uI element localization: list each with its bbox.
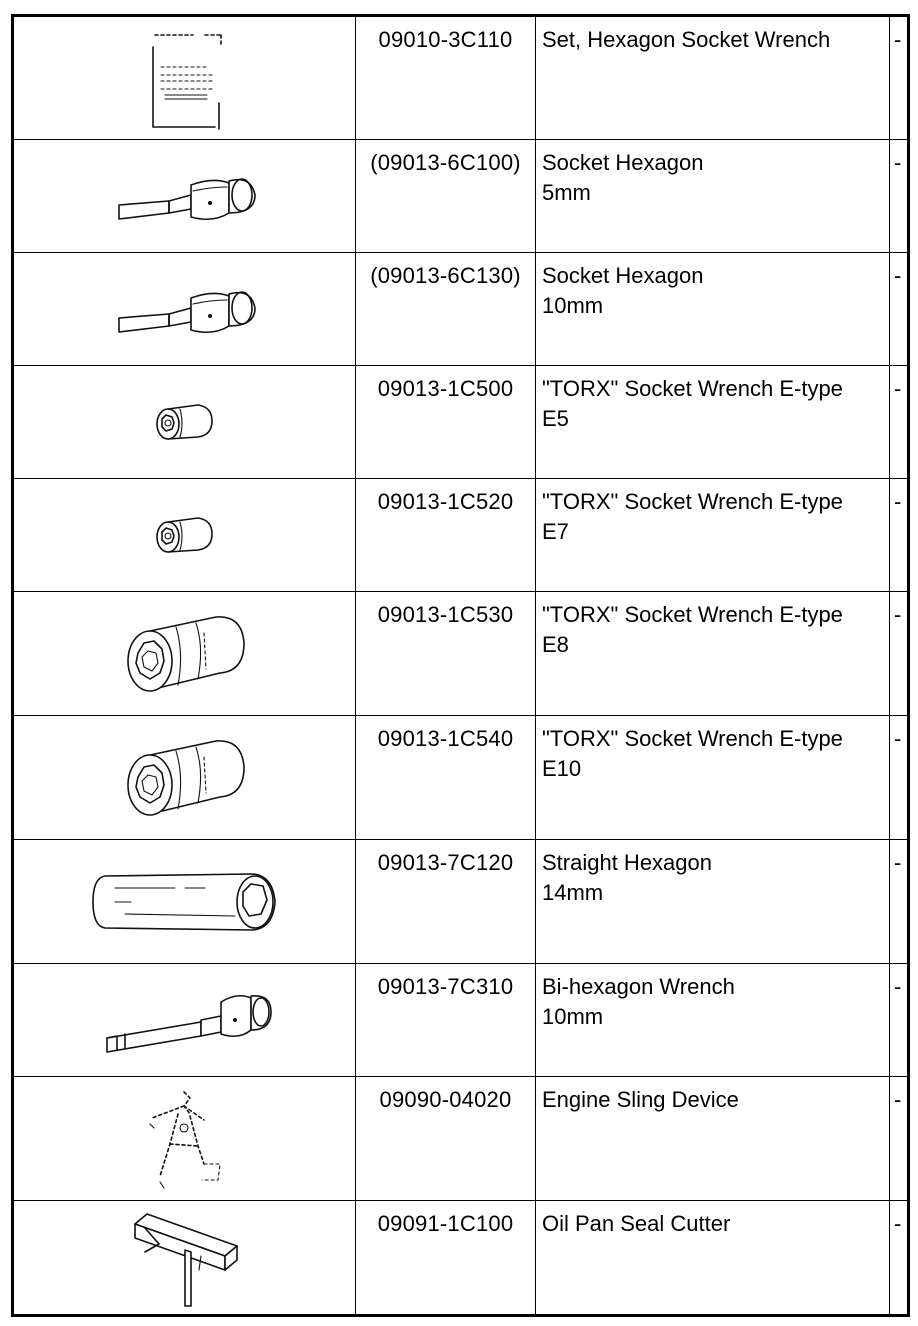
note: - <box>889 591 909 716</box>
table-row: 09013-7C120 Straight Hexagon 14mm - <box>12 839 909 964</box>
tool-name: Oil Pan Seal Cutter <box>535 1200 890 1316</box>
tool-illustration <box>12 365 356 479</box>
part-number: 09010-3C110 <box>355 15 536 140</box>
tool-illustration <box>12 1076 356 1201</box>
hex-socket-bit-icon <box>117 291 256 334</box>
part-number: (09013-6C100) <box>355 139 536 253</box>
table-row: 09013-1C530 "TORX" Socket Wrench E-type … <box>12 591 909 716</box>
tool-illustration <box>12 963 356 1077</box>
note: - <box>889 365 909 479</box>
tool-name: Bi-hexagon Wrench 10mm <box>535 963 890 1077</box>
torx-socket-large-icon <box>126 615 245 692</box>
engine-sling-device-icon <box>148 1090 221 1189</box>
table-row: 09010-3C110 Set, Hexagon Socket Wrench - <box>12 15 909 140</box>
part-number: 09013-7C310 <box>355 963 536 1077</box>
table-row: (09013-6C130) Socket Hexagon 10mm - <box>12 252 909 366</box>
tool-illustration <box>12 139 356 253</box>
tool-name: Set, Hexagon Socket Wrench <box>535 15 890 140</box>
table-row: 09013-1C500 "TORX" Socket Wrench E-type … <box>12 365 909 479</box>
note: - <box>889 839 909 964</box>
tool-name: "TORX" Socket Wrench E-type E5 <box>535 365 890 479</box>
note: - <box>889 15 909 140</box>
torx-socket-large-icon <box>126 739 245 816</box>
part-number: 09013-1C540 <box>355 715 536 840</box>
part-number: 09090-04020 <box>355 1076 536 1201</box>
table-row: (09013-6C100) Socket Hexagon 5mm - <box>12 139 909 253</box>
straight-hexagon-tube-icon <box>91 872 276 931</box>
tool-name: "TORX" Socket Wrench E-type E10 <box>535 715 890 840</box>
tool-illustration <box>12 252 356 366</box>
part-number: 09013-1C530 <box>355 591 536 716</box>
tool-illustration <box>12 478 356 592</box>
bi-hexagon-wrench-icon <box>105 994 272 1053</box>
note: - <box>889 252 909 366</box>
tool-illustration <box>12 839 356 964</box>
table-row: 09090-04020 Engine Sling Device - <box>12 1076 909 1201</box>
special-tools-table: 09010-3C110 Set, Hexagon Socket Wrench -… <box>11 14 910 1317</box>
part-number: 09091-1C100 <box>355 1200 536 1316</box>
table-row: 09091-1C100 Oil Pan Seal Cutter - <box>12 1200 909 1316</box>
tool-name: "TORX" Socket Wrench E-type E7 <box>535 478 890 592</box>
hex-socket-wrench-set-icon <box>151 34 224 130</box>
torx-socket-small-icon <box>155 404 213 440</box>
note: - <box>889 715 909 840</box>
tool-name: Engine Sling Device <box>535 1076 890 1201</box>
table-row: 09013-1C520 "TORX" Socket Wrench E-type … <box>12 478 909 592</box>
tool-illustration <box>12 591 356 716</box>
torx-socket-small-icon <box>155 517 213 553</box>
oil-pan-seal-cutter-icon <box>133 1212 238 1307</box>
part-number: 09013-1C500 <box>355 365 536 479</box>
note: - <box>889 1076 909 1201</box>
note: - <box>889 478 909 592</box>
tool-name: Straight Hexagon 14mm <box>535 839 890 964</box>
note: - <box>889 1200 909 1316</box>
tool-illustration <box>12 1200 356 1316</box>
note: - <box>889 963 909 1077</box>
tool-name: "TORX" Socket Wrench E-type E8 <box>535 591 890 716</box>
part-number: 09013-7C120 <box>355 839 536 964</box>
note: - <box>889 139 909 253</box>
tool-illustration <box>12 715 356 840</box>
part-number: (09013-6C130) <box>355 252 536 366</box>
hex-socket-bit-icon <box>117 178 256 221</box>
table-row: 09013-7C310 Bi-hexagon Wrench 10mm - <box>12 963 909 1077</box>
part-number: 09013-1C520 <box>355 478 536 592</box>
tool-illustration <box>12 15 356 140</box>
table-row: 09013-1C540 "TORX" Socket Wrench E-type … <box>12 715 909 840</box>
tool-name: Socket Hexagon 10mm <box>535 252 890 366</box>
tool-name: Socket Hexagon 5mm <box>535 139 890 253</box>
